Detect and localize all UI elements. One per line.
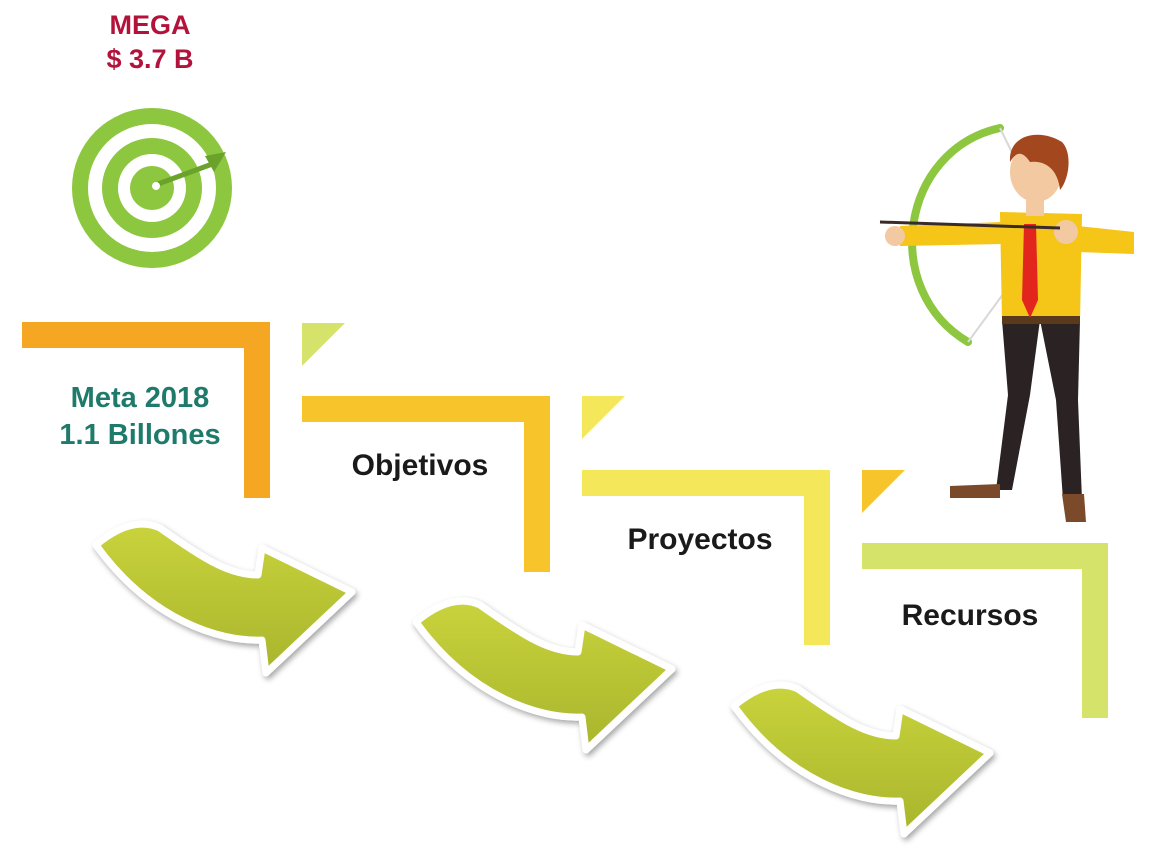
step-proyectos (582, 470, 830, 645)
step-label-proyectos: Proyectos (627, 523, 773, 556)
step-meta (22, 322, 270, 498)
meta-2018-label: Meta 2018 1.1 Billones (20, 380, 260, 454)
step-label-recursos: Recursos (901, 599, 1039, 632)
meta-line1: Meta 2018 (70, 382, 210, 414)
mega-title: MEGA (109, 10, 191, 40)
corner-triangle (862, 470, 905, 513)
corner-triangle (302, 323, 345, 366)
meta-line2: 1.1 Billones (59, 419, 221, 451)
step-label-objetivos: Objetivos (351, 449, 489, 482)
corner-triangle (582, 396, 625, 439)
mega-goal: MEGA $ 3.7 B (70, 8, 230, 76)
curved-arrow-icon (730, 681, 994, 838)
mega-amount: $ 3.7 B (106, 44, 194, 74)
curved-arrow-icon (412, 597, 676, 754)
curved-arrow-icon (92, 520, 356, 677)
step-objetivos (302, 396, 550, 572)
archer-icon (879, 124, 1134, 522)
target-arrow-icon (72, 108, 232, 268)
step-recursos (862, 543, 1108, 718)
